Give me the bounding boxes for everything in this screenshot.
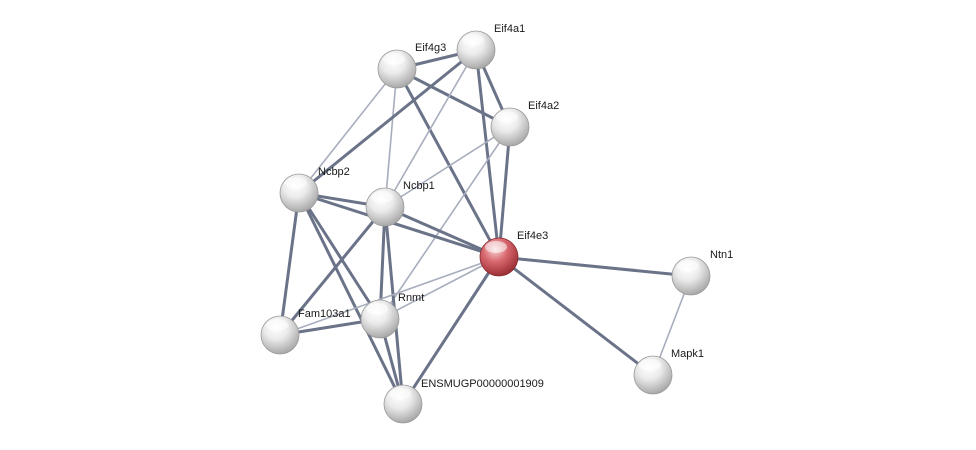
node-label-ensmugp: ENSMUGP00000001909 [421, 378, 544, 390]
node-highlight-eif4a2 [496, 111, 518, 123]
node-highlight-eif4e3 [485, 241, 507, 253]
node-label-ncbp1: Ncbp1 [403, 180, 435, 192]
node-label-fam103a1: Fam103a1 [298, 308, 351, 320]
node-highlight-ensmugp [389, 388, 411, 400]
edge-eif4g3-ncbp2 [298, 68, 398, 194]
node-label-eif4g3: Eif4g3 [415, 42, 446, 54]
edge-eif4a1-ncbp2 [297, 48, 478, 195]
edge-ncbp2-rnmt [297, 191, 382, 321]
edge-eif4a2-rnmt [379, 126, 511, 320]
node-label-eif4a2: Eif4a2 [528, 100, 559, 112]
node-label-eif4e3: Eif4e3 [517, 230, 548, 242]
edge-ncbp1-eif4e3 [383, 205, 501, 259]
node-highlight-mapk1 [639, 359, 661, 371]
edge-ncbp2-ensmugp [297, 191, 405, 406]
edge-ncbp1-fam103a1 [278, 205, 387, 337]
edge-eif4g3-eif4a2 [395, 67, 512, 129]
edge-fam103a1-eif4e3 [279, 256, 500, 336]
node-highlight-fam103a1 [266, 319, 288, 331]
nodes-layer [260, 30, 711, 424]
edge-eif4g3-ncbp1 [384, 68, 398, 208]
node-label-ncbp2: Ncbp2 [318, 166, 350, 178]
edges-layer [278, 48, 693, 406]
node-label-nttn1: Ntn1 [710, 249, 733, 261]
node-highlight-rnmt [366, 303, 388, 315]
edge-rnmt-eif4e3 [379, 256, 500, 320]
edge-eif4a2-eif4e3 [497, 125, 512, 259]
node-highlight-eif4g3 [383, 53, 405, 65]
edge-ncbp2-fam103a1 [278, 191, 301, 337]
edge-eif4e3-mapk1 [497, 255, 655, 377]
edge-eif4e3-ensmugp [401, 255, 501, 406]
node-highlight-nttn1 [677, 260, 699, 272]
node-highlight-ncbp1 [371, 191, 393, 203]
node-highlight-ncbp2 [285, 177, 307, 189]
node-label-rnmt: Rnmt [398, 292, 424, 304]
edge-eif4e3-nttn1 [497, 255, 693, 278]
edge-eif4a2-ncbp1 [384, 126, 511, 208]
labels-layer: Eif4a1Eif4g3Eif4a2Ncbp2Ncbp1Eif4e3Ntn1Fa… [298, 23, 733, 390]
edge-eif4a1-eif4e3 [474, 48, 501, 259]
edge-ncbp2-eif4e3 [297, 191, 501, 259]
edge-ncbp1-ensmugp [383, 205, 405, 406]
node-label-eif4a1: Eif4a1 [494, 23, 525, 35]
node-highlight-eif4a1 [462, 34, 484, 46]
edge-eif4a1-ncbp1 [384, 49, 477, 208]
node-label-mapk1: Mapk1 [671, 348, 704, 360]
